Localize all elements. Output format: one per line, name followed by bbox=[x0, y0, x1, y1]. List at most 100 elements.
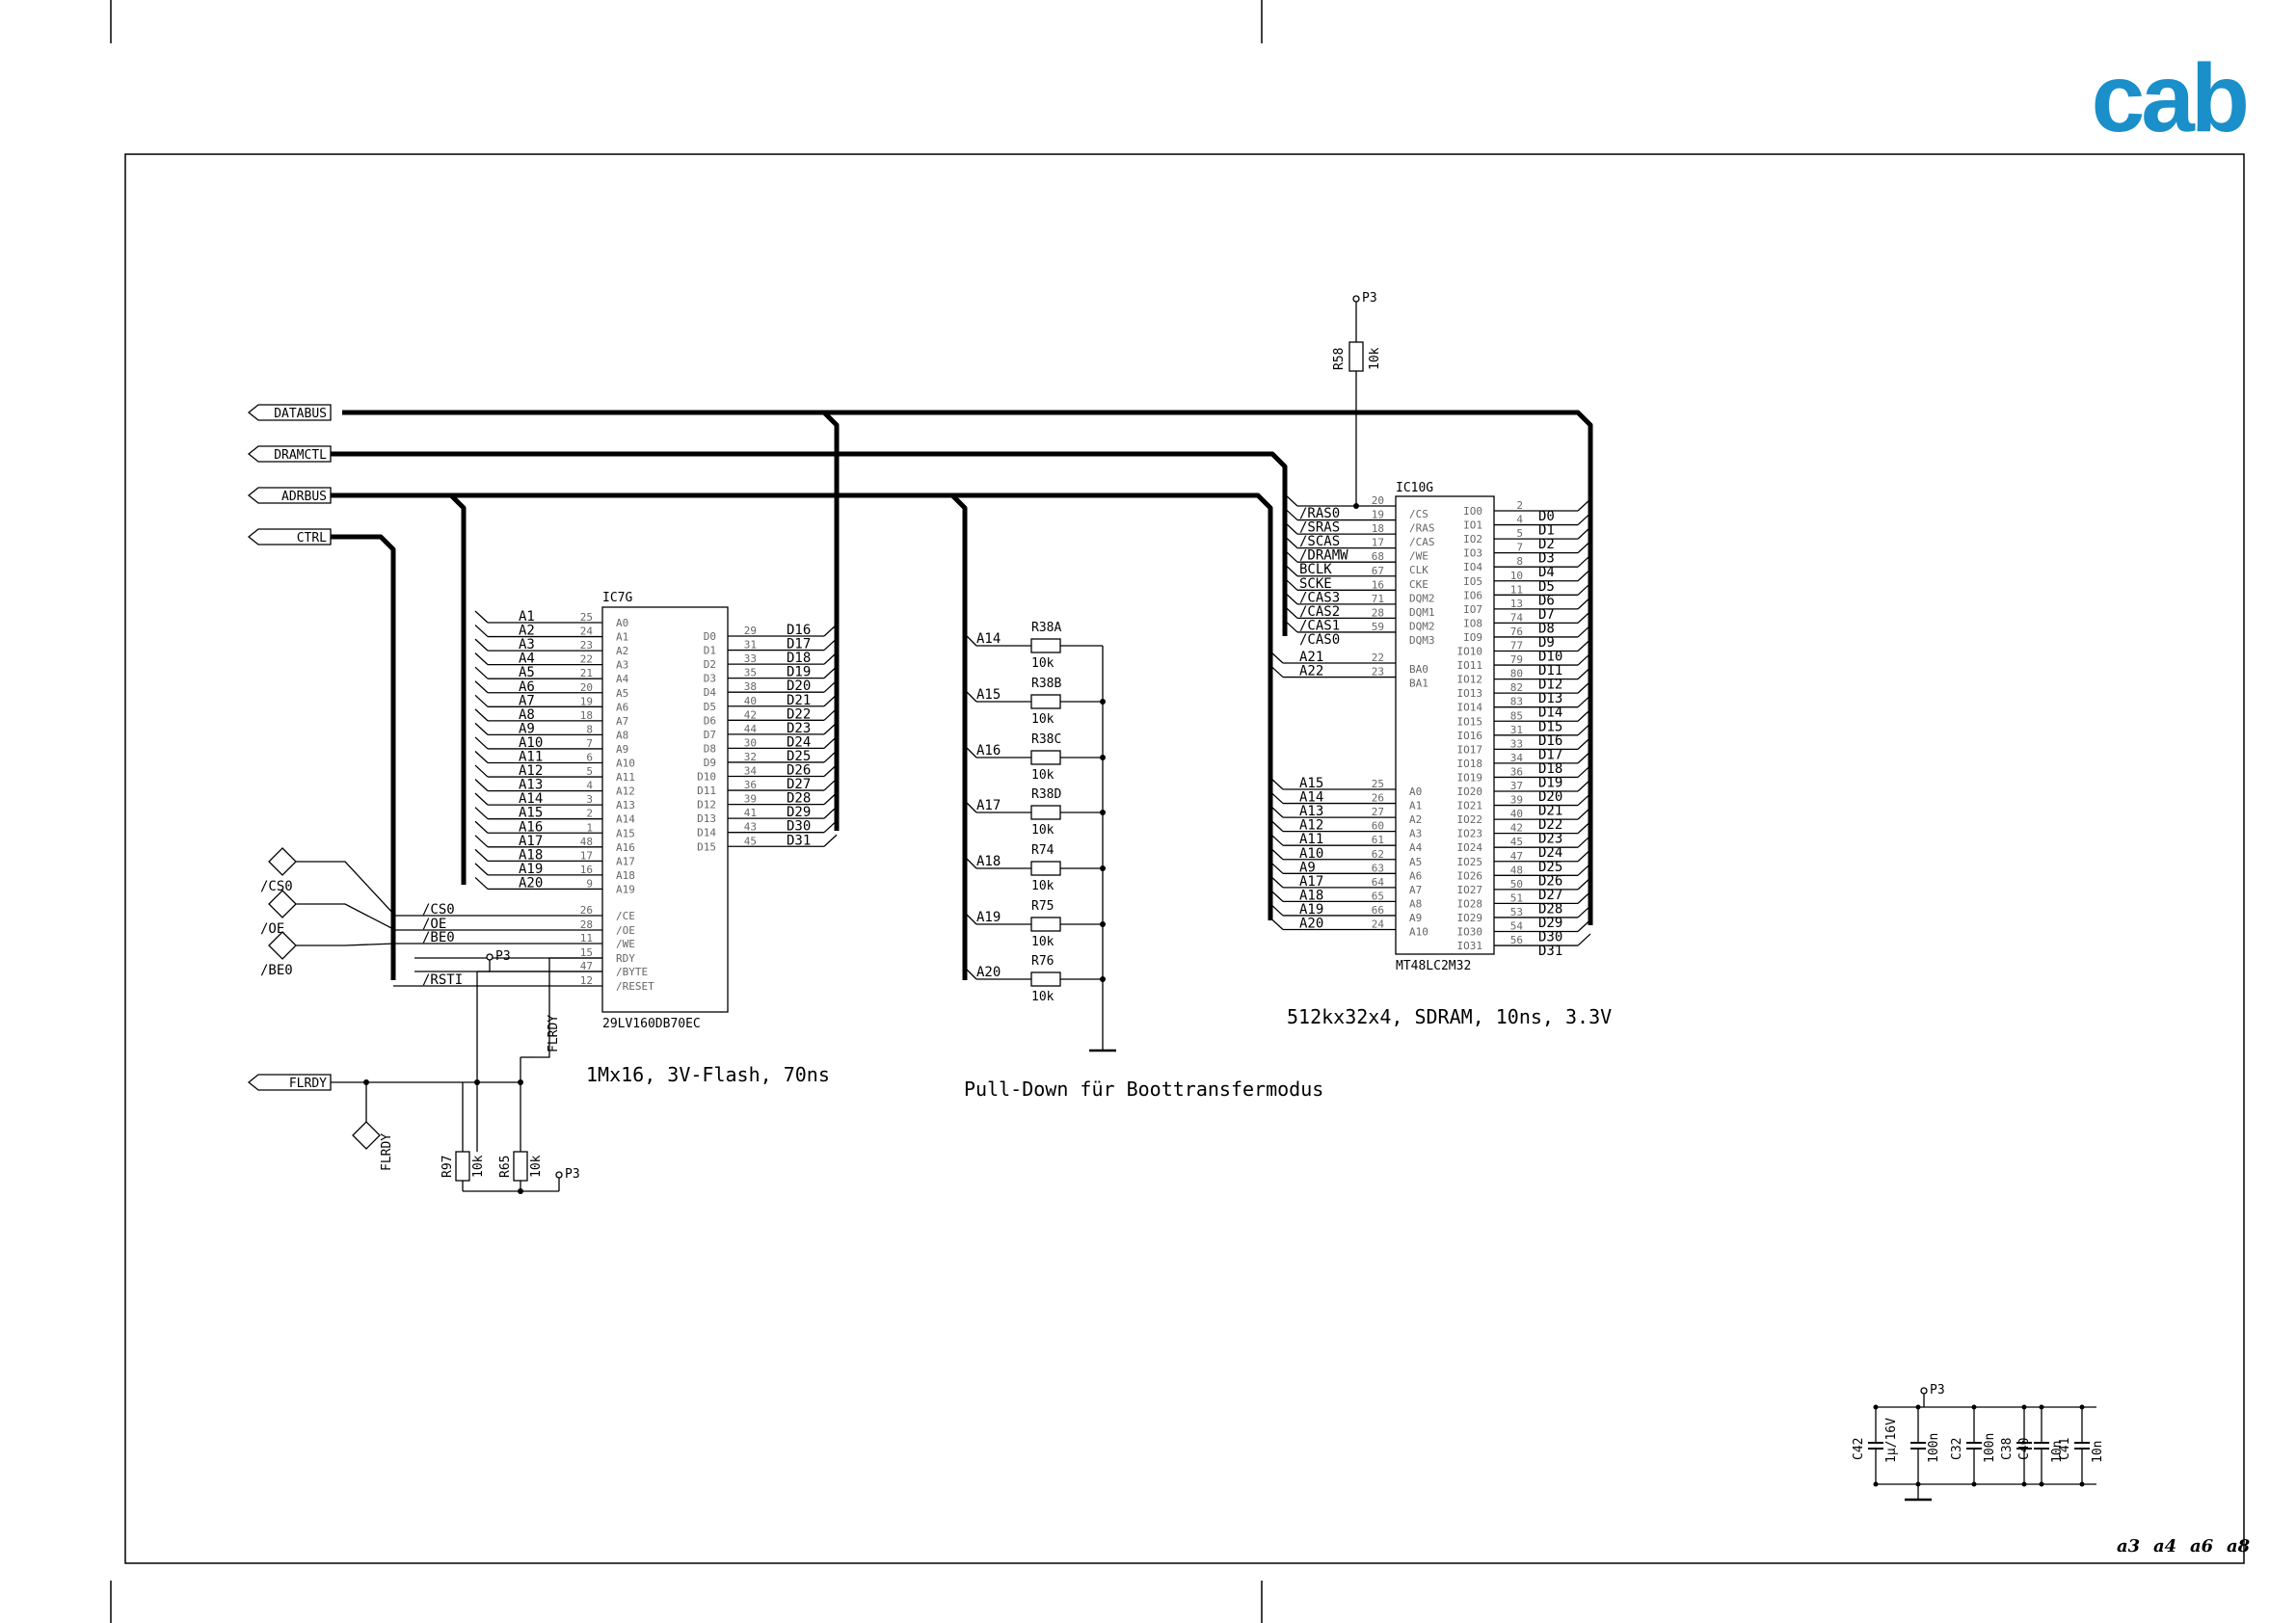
bus-entry bbox=[1577, 667, 1591, 680]
flash-data-net: D27 bbox=[787, 777, 811, 792]
junction bbox=[1915, 1481, 1921, 1487]
sdram-addr-inner: A3 bbox=[1409, 828, 1422, 840]
sdram-io-inner: IO4 bbox=[1463, 561, 1482, 573]
sdram-bank-pin: 23 bbox=[1372, 666, 1384, 678]
flash-data-net: D28 bbox=[787, 791, 811, 807]
flash-addr-net: A10 bbox=[519, 735, 543, 751]
pd-value: 10k bbox=[1031, 656, 1055, 671]
sdram-io-inner: IO31 bbox=[1457, 940, 1483, 952]
ctrl-diamond bbox=[268, 847, 297, 876]
flash-addr-inner: A1 bbox=[616, 631, 628, 644]
bus-entry bbox=[1577, 751, 1591, 764]
sdram-io-net: D5 bbox=[1538, 579, 1555, 595]
bus-entry bbox=[474, 610, 489, 624]
flash-data-inner: D15 bbox=[697, 840, 716, 853]
sdram-addr-pin: 27 bbox=[1372, 806, 1384, 818]
bus-entry bbox=[1269, 875, 1284, 889]
flash-data-pin: 31 bbox=[744, 639, 757, 652]
flash-data-pin: 40 bbox=[744, 695, 757, 707]
sdram-io-net: D15 bbox=[1538, 719, 1562, 734]
sdram-io-pin: 7 bbox=[1516, 542, 1523, 554]
r58-ref: R58 bbox=[1332, 348, 1347, 370]
sdram-io-inner: IO9 bbox=[1463, 631, 1482, 644]
flash-addr-pin: 22 bbox=[580, 653, 593, 666]
flash-addr-net: A6 bbox=[519, 679, 535, 695]
bus-entry bbox=[1577, 554, 1591, 568]
pd-resistor bbox=[1030, 694, 1061, 709]
sdram-io-pin: 37 bbox=[1510, 780, 1523, 792]
bus-entry bbox=[1577, 821, 1591, 835]
flash-addr-net: A9 bbox=[519, 721, 535, 736]
sdram-addr-inner: A8 bbox=[1409, 897, 1422, 910]
bus-entry bbox=[1577, 582, 1591, 596]
sdram-io-net: D11 bbox=[1538, 663, 1562, 678]
flash-addr-inner: A4 bbox=[616, 673, 629, 685]
pd-net: A14 bbox=[976, 631, 1001, 647]
bus-entry bbox=[474, 792, 489, 806]
bus-entry bbox=[1269, 861, 1284, 874]
bus-entry bbox=[1577, 513, 1591, 526]
junction bbox=[1971, 1481, 1977, 1487]
sdram-io-net: D20 bbox=[1538, 789, 1562, 805]
flash-addr-pin: 5 bbox=[586, 765, 593, 778]
bus-entry bbox=[474, 652, 489, 666]
bus-entry bbox=[1269, 665, 1284, 678]
flash-addr-pin: 19 bbox=[580, 695, 593, 707]
bus-entry bbox=[1284, 605, 1298, 619]
sdram-io-pin: 13 bbox=[1510, 598, 1523, 610]
flash-data-inner: D14 bbox=[697, 827, 716, 839]
p3-label: P3 bbox=[1930, 1383, 1945, 1397]
flash-data-inner: D9 bbox=[704, 757, 716, 769]
sdram-body bbox=[1395, 495, 1495, 955]
flash-ctrl-pin: 26 bbox=[580, 904, 593, 917]
sdram-addr-pin: 64 bbox=[1372, 876, 1385, 889]
p3-label: P3 bbox=[1362, 291, 1377, 306]
flrdy-vertical-label: FLRDY bbox=[547, 1015, 561, 1052]
sdram-io-net: D25 bbox=[1538, 860, 1562, 875]
sdram-io-net: D27 bbox=[1538, 888, 1562, 903]
flash-addr-pin: 24 bbox=[580, 625, 594, 638]
sdram-io-pin: 8 bbox=[1516, 555, 1523, 568]
bus-entry bbox=[1577, 541, 1591, 554]
sdram-io-net: D24 bbox=[1538, 845, 1562, 861]
sdram-addr-inner: A2 bbox=[1409, 813, 1422, 826]
p3-terminal bbox=[555, 1171, 563, 1179]
sdram-ic10g: IC10GMT48LC2M32/RAS020/CS/SRAS19/RAS/SCA… bbox=[1269, 481, 1591, 973]
bus-entry bbox=[1577, 905, 1591, 918]
pd-value: 10k bbox=[1031, 823, 1055, 838]
sdram-io-pin: 39 bbox=[1510, 794, 1523, 807]
flash-description: 1Mx16, 3V-Flash, 70ns bbox=[586, 1063, 830, 1086]
sdram-ctrl-net: /SRAS bbox=[1299, 520, 1340, 536]
sdram-ctrl-net: BCLK bbox=[1299, 562, 1332, 577]
flash-addr-pin: 18 bbox=[580, 709, 593, 722]
sdram-io-inner: IO6 bbox=[1463, 589, 1482, 601]
pd-ref: R75 bbox=[1031, 899, 1054, 914]
bus-entry bbox=[1577, 863, 1591, 876]
pd-ref: R38A bbox=[1031, 621, 1061, 635]
sdram-io-inner: IO2 bbox=[1463, 533, 1482, 545]
flash-addr-inner: A14 bbox=[616, 813, 635, 826]
port-label: DATABUS bbox=[274, 407, 327, 421]
bus-entry bbox=[1577, 807, 1591, 820]
flash-addr-inner: A5 bbox=[616, 687, 628, 700]
sdram-io-inner: IO22 bbox=[1457, 813, 1483, 826]
bus-entry bbox=[823, 834, 838, 847]
bus-entry bbox=[1577, 779, 1591, 792]
pd-net: A16 bbox=[976, 743, 1001, 758]
bus-entry bbox=[1577, 652, 1591, 666]
sdram-ctrl-inner: CKE bbox=[1409, 578, 1428, 591]
sdram-io-pin: 47 bbox=[1510, 850, 1523, 863]
pd-value: 10k bbox=[1031, 879, 1055, 893]
flash-ctrl-pin: 12 bbox=[580, 974, 593, 987]
sdram-io-net: D22 bbox=[1538, 817, 1562, 833]
bus-entry bbox=[1577, 639, 1591, 652]
bus-entry bbox=[1577, 919, 1591, 932]
sdram-io-inner: IO24 bbox=[1457, 841, 1483, 854]
sdram-io-net: D7 bbox=[1538, 607, 1555, 623]
bus-entry bbox=[964, 856, 977, 869]
sdram-io-pin: 11 bbox=[1510, 583, 1523, 596]
bus-entry bbox=[964, 800, 977, 813]
sdram-ctrl-net: /DRAMW bbox=[1299, 548, 1348, 564]
port-shape bbox=[247, 528, 332, 545]
sdram-io-pin: 53 bbox=[1510, 906, 1523, 918]
